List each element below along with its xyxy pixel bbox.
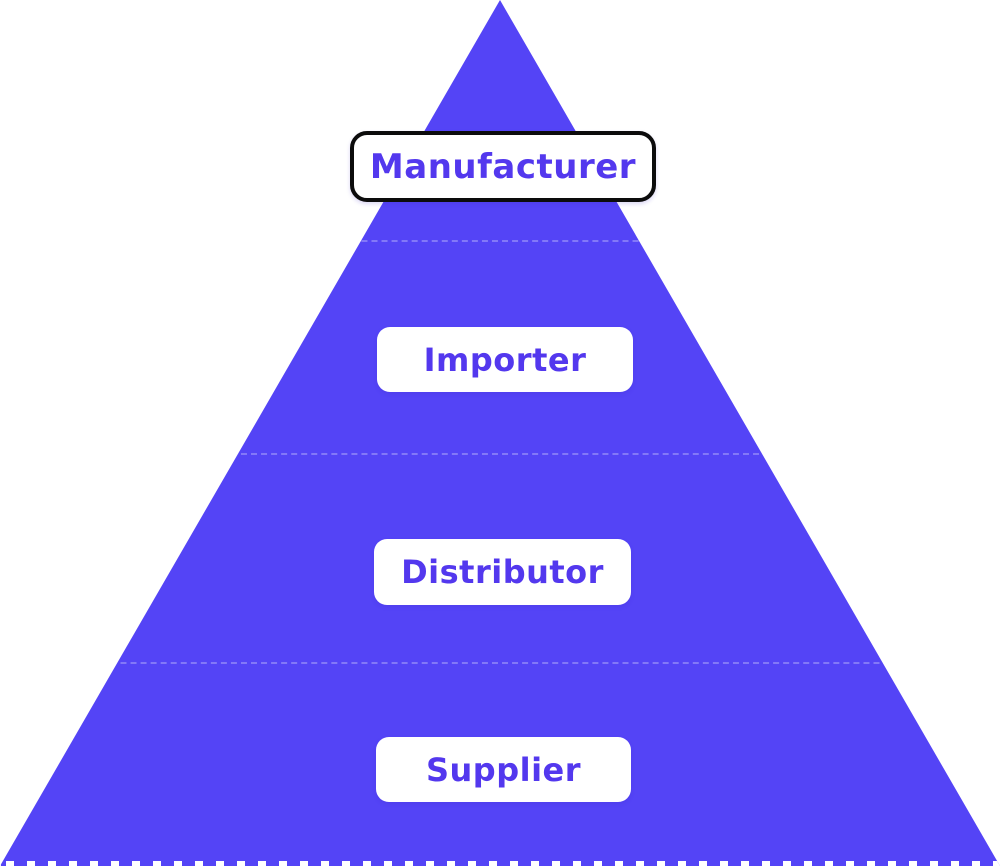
tier-divider-1 (0, 240, 1000, 242)
tier-divider-3 (0, 662, 1000, 664)
level-label-distributor: Distributor (374, 539, 631, 605)
level-label-manufacturer: Manufacturer (350, 131, 656, 202)
tier-divider-2 (0, 453, 1000, 455)
level-label-supplier: Supplier (376, 737, 631, 802)
level-label-importer: Importer (377, 327, 633, 392)
pyramid-base-dashed-edge (0, 861, 1000, 866)
